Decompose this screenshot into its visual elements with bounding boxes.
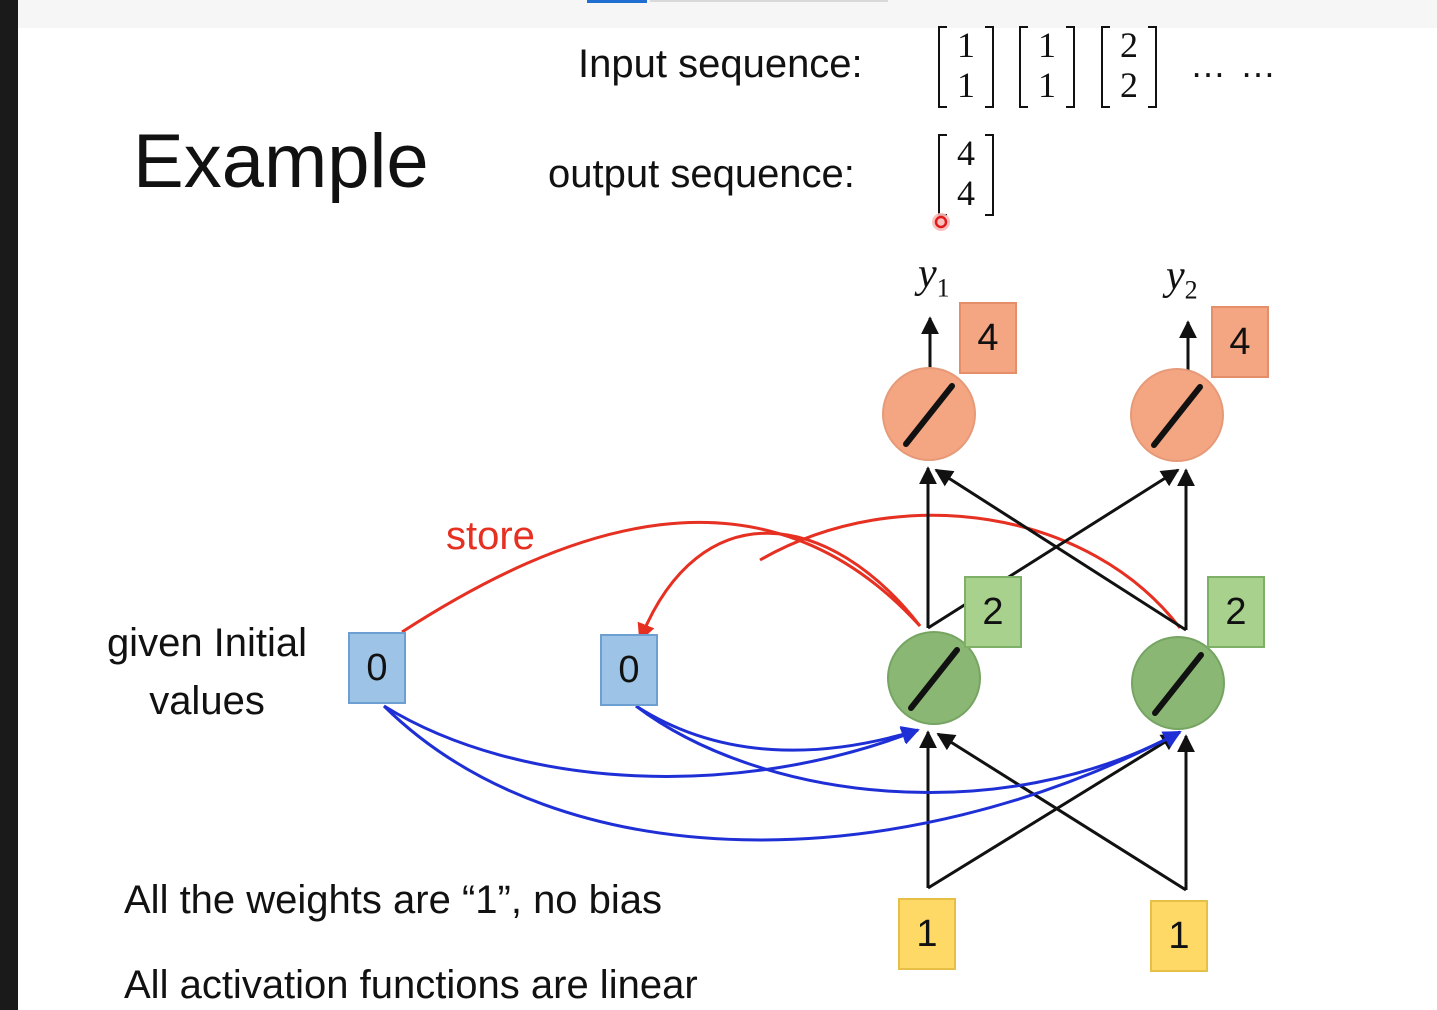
output-neuron-2 bbox=[1130, 368, 1224, 462]
arrow-x1-to-h2 bbox=[927, 732, 1180, 890]
hidden-neuron-2 bbox=[1131, 636, 1225, 730]
input-vector-1-bottom: 1 bbox=[957, 65, 975, 105]
input-vector-3: 2 2 bbox=[1099, 24, 1159, 108]
output-label-y1-base: y bbox=[918, 251, 937, 297]
given-initial-values-label: given Initial values bbox=[106, 621, 308, 723]
output-vector-1: 4 4 bbox=[936, 132, 996, 216]
hidden-value-1: 2 bbox=[964, 576, 1022, 648]
arrow-h2-to-o1 bbox=[934, 468, 1187, 632]
top-tab-indicator bbox=[587, 0, 647, 3]
output-vector-1-bottom: 4 bbox=[957, 173, 975, 213]
hidden-neuron-1 bbox=[887, 631, 981, 725]
memory-2-to-h2 bbox=[635, 704, 1182, 794]
input-vector-2: 1 1 bbox=[1017, 24, 1077, 108]
memory-cell-2: 0 bbox=[600, 634, 658, 706]
store-arrow-to-memory-2 bbox=[637, 531, 922, 642]
sequence-ellipsis: … … bbox=[1190, 44, 1279, 85]
output-label-y1-sub: 1 bbox=[936, 273, 950, 303]
memory-2-to-h1 bbox=[635, 704, 920, 752]
slide-title: Example bbox=[133, 119, 429, 204]
store-arrow-from-memory-1 bbox=[401, 520, 922, 634]
input-sequence-label: Input sequence: bbox=[578, 42, 863, 86]
output-label-y1: y1 bbox=[918, 250, 950, 303]
top-tab-track bbox=[650, 0, 888, 2]
input-value-1: 1 bbox=[898, 898, 956, 970]
input-value-2: 1 bbox=[1150, 900, 1208, 972]
input-vector-3-bottom: 2 bbox=[1120, 65, 1138, 105]
input-vector-2-top: 1 bbox=[1038, 25, 1056, 65]
weights-note: All the weights are “1”, no bias bbox=[124, 878, 663, 922]
output-label-y2: y2 bbox=[1166, 252, 1198, 305]
input-vector-1-top: 1 bbox=[957, 25, 975, 65]
store-arrow-hidden-2 bbox=[759, 513, 1182, 629]
output-sequence-label: output sequence: bbox=[548, 152, 855, 196]
memory-1-to-h1 bbox=[383, 704, 920, 778]
window-edge bbox=[0, 0, 18, 1010]
output-label-y2-base: y bbox=[1166, 253, 1185, 299]
memory-1-to-h2 bbox=[382, 704, 1182, 842]
activation-note: All activation functions are linear bbox=[124, 963, 698, 1007]
input-vector-1: 1 1 bbox=[936, 24, 996, 108]
top-strip bbox=[18, 0, 1437, 28]
store-label: store bbox=[446, 514, 535, 558]
memory-cell-1: 0 bbox=[348, 632, 406, 704]
hidden-value-2: 2 bbox=[1207, 576, 1265, 648]
output-label-y2-sub: 2 bbox=[1184, 275, 1198, 305]
output-neuron-1 bbox=[882, 367, 976, 461]
output-vector-1-top: 4 bbox=[957, 133, 975, 173]
output-value-1: 4 bbox=[959, 302, 1017, 374]
input-vector-2-bottom: 1 bbox=[1038, 65, 1056, 105]
arrow-x2-to-h1 bbox=[936, 732, 1187, 892]
output-value-2: 4 bbox=[1211, 306, 1269, 378]
cursor-indicator bbox=[932, 213, 950, 231]
input-vector-3-top: 2 bbox=[1120, 25, 1138, 65]
